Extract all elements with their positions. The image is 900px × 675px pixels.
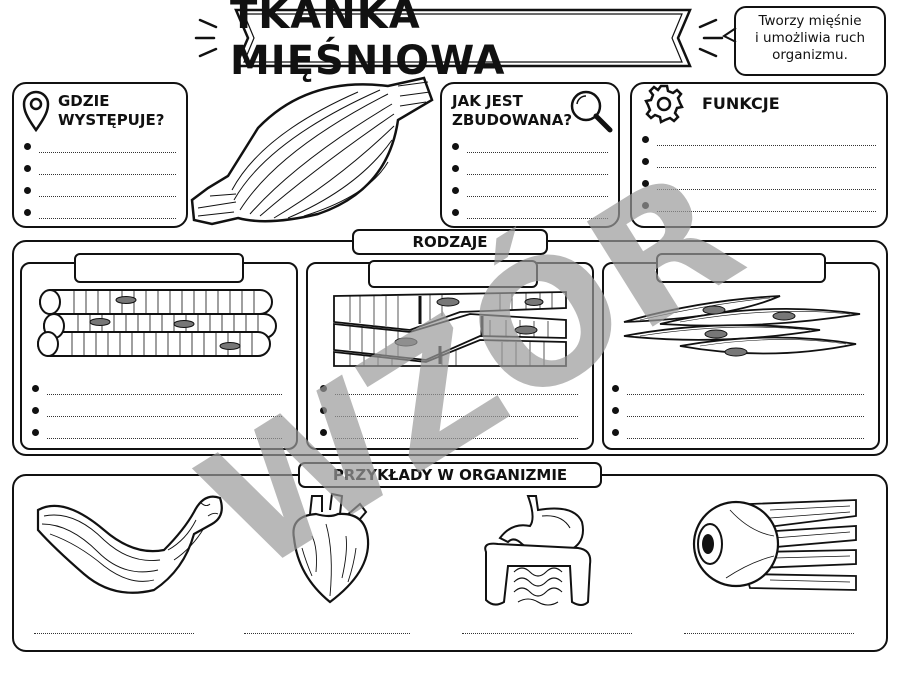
type-label-slot-2[interactable] [368, 260, 538, 288]
bullet-line[interactable] [32, 421, 282, 443]
location-pin-icon [22, 90, 50, 133]
cardiac-muscle-fibers [333, 291, 567, 367]
gear-icon [644, 84, 684, 124]
type-1-bullets [32, 377, 282, 443]
bullet-line[interactable] [320, 377, 578, 399]
structure-box [440, 82, 620, 228]
bubble-line-2: i umożliwia ruch [754, 30, 866, 46]
bullet-line[interactable] [612, 377, 864, 399]
bullet-line[interactable] [612, 421, 864, 443]
structure-heading: JAK JEST ZBUDOWANA? [452, 92, 573, 129]
bullet-line[interactable] [32, 399, 282, 421]
type-label-slot-1[interactable] [74, 253, 244, 283]
digestive-organs-illustration [484, 495, 592, 606]
magnifier-icon [570, 90, 613, 133]
types-heading: RODZAJE [352, 229, 548, 255]
muscle-illustration [190, 76, 434, 226]
example-answer-line-1[interactable] [34, 632, 194, 634]
structure-bullets [452, 135, 608, 223]
bullet-line[interactable] [320, 399, 578, 421]
bullet-line[interactable] [24, 157, 176, 179]
bullet-line[interactable] [24, 135, 176, 157]
eye-muscles-illustration [692, 499, 857, 591]
type-3-bullets [612, 377, 864, 443]
bullet-line[interactable] [612, 399, 864, 421]
bullet-line[interactable] [320, 421, 578, 443]
heart-illustration [292, 492, 370, 604]
bullet-line[interactable] [642, 194, 876, 216]
functions-bullets [642, 128, 876, 216]
smooth-muscle-cells [623, 295, 861, 357]
skeletal-muscle-fibers [37, 289, 277, 357]
speech-bubble-tail [722, 27, 737, 43]
example-answer-line-3[interactable] [462, 632, 632, 634]
bullet-line[interactable] [452, 157, 608, 179]
bullet-line[interactable] [24, 179, 176, 201]
bullet-line[interactable] [642, 150, 876, 172]
bullet-line[interactable] [24, 201, 176, 223]
where-heading: GDZIE WYSTĘPUJE? [58, 92, 165, 129]
title-ribbon [194, 8, 724, 68]
bullet-line[interactable] [642, 172, 876, 194]
functions-heading: FUNKCJE [702, 94, 780, 113]
speech-bubble: Tworzy mięśnie i umożliwia ruch organizm… [734, 6, 886, 76]
where-bullets [24, 135, 176, 223]
arm-muscles-illustration [36, 495, 223, 594]
bubble-line-1: Tworzy mięśnie [758, 13, 862, 29]
page-title: TKANKA MIĘŚNIOWA [230, 0, 506, 84]
bullet-line[interactable] [452, 179, 608, 201]
bullet-line[interactable] [452, 201, 608, 223]
bullet-line[interactable] [452, 135, 608, 157]
example-answer-line-2[interactable] [244, 632, 410, 634]
example-answer-line-4[interactable] [684, 632, 854, 634]
bubble-line-3: organizmu. [772, 47, 848, 63]
type-label-slot-3[interactable] [656, 253, 826, 283]
bullet-line[interactable] [32, 377, 282, 399]
type-2-bullets [320, 377, 578, 443]
bullet-line[interactable] [642, 128, 876, 150]
examples-heading: PRZYKŁADY W ORGANIZMIE [298, 462, 602, 488]
